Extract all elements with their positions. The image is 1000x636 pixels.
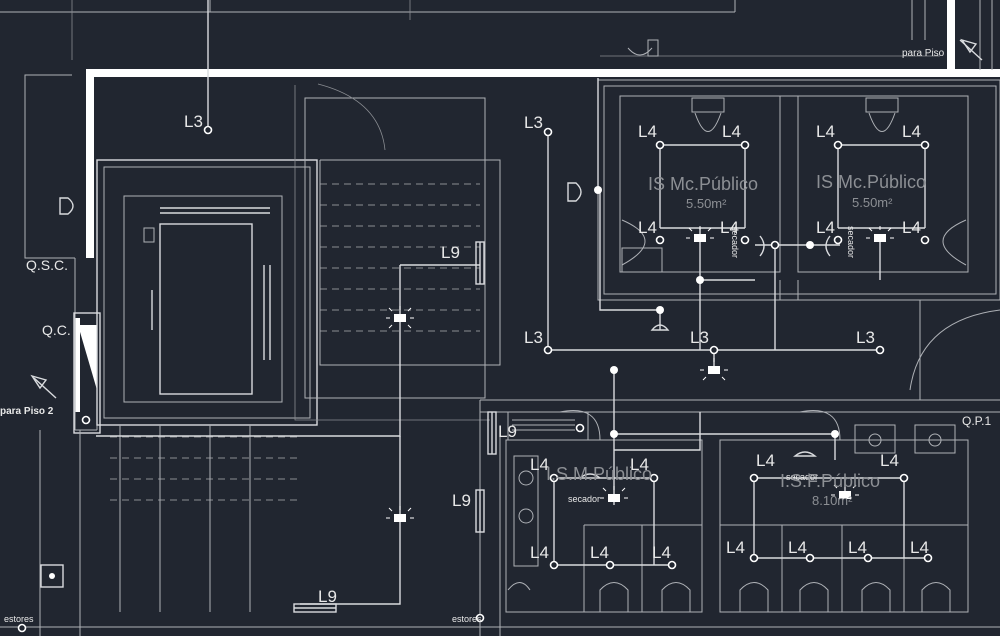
room-area-a: 5.50m² — [686, 196, 727, 211]
wall-fixtures — [293, 241, 497, 613]
label-l4-8: L4 — [902, 218, 921, 237]
elevator — [96, 159, 318, 426]
room-name-c: I.S.M.Público — [546, 464, 652, 484]
main-conduit — [74, 0, 1000, 412]
label-l4-10: L4 — [630, 455, 649, 474]
label-secador-b: secador — [846, 226, 856, 258]
label-l4-14: L4 — [590, 543, 609, 562]
label-secador-d: secador — [786, 472, 818, 482]
top-walls — [0, 0, 993, 70]
arrow-icon — [30, 38, 983, 399]
room-area-d: 8.10m² — [812, 493, 853, 508]
label-l4-1: L4 — [638, 122, 657, 141]
label-qp1: Q.P.1 — [962, 414, 991, 428]
label-l3-c: L3 — [524, 328, 543, 347]
label-l3-a: L3 — [184, 112, 203, 131]
label-estores-b: estores — [452, 614, 482, 624]
label-para-piso-2: para Piso 2 — [0, 406, 54, 417]
nodes — [17, 125, 933, 633]
label-l3-d: L3 — [690, 328, 709, 347]
stairs — [110, 83, 501, 612]
room-name-b: IS Mc.Público — [816, 172, 926, 192]
label-l4-3: L4 — [816, 122, 835, 141]
room-name-d: I.S.F.Público — [780, 471, 880, 491]
label-secador-a: secador — [730, 226, 740, 258]
room-name-a: IS Mc.Público — [648, 174, 758, 194]
label-secador-c: secador — [568, 494, 600, 504]
label-l4-16: L4 — [726, 538, 745, 557]
label-l4-9: L4 — [530, 455, 549, 474]
label-l4-18: L4 — [848, 538, 867, 557]
lamps — [386, 226, 894, 522]
upper-restrooms — [597, 39, 1000, 400]
circuits — [96, 0, 928, 605]
label-qsc: Q.S.C. — [26, 257, 68, 273]
label-l4-7: L4 — [816, 218, 835, 237]
label-l4-11: L4 — [756, 451, 775, 470]
switch-symbols — [59, 182, 831, 479]
label-l4-6: L4 — [720, 218, 739, 237]
label-l4-19: L4 — [910, 538, 929, 557]
label-para-piso: para Piso — [902, 48, 945, 59]
label-l9-a: L9 — [441, 243, 460, 262]
label-l4-17: L4 — [788, 538, 807, 557]
label-estores-a: estores — [4, 614, 34, 624]
label-l3-e: L3 — [856, 328, 875, 347]
toilets — [507, 582, 951, 612]
label-l4-5: L4 — [638, 218, 657, 237]
label-l9-b: L9 — [498, 422, 517, 441]
label-l4-13: L4 — [530, 543, 549, 562]
room-area-b: 5.50m² — [852, 195, 893, 210]
label-l4-2: L4 — [722, 122, 741, 141]
label-l4-12: L4 — [880, 451, 899, 470]
label-l4-4: L4 — [902, 122, 921, 141]
lower-restrooms — [479, 399, 1000, 636]
label-l3-b: L3 — [524, 113, 543, 132]
label-l9-c: L9 — [452, 491, 471, 510]
label-l4-15: L4 — [652, 543, 671, 562]
label-qc: Q.C. — [42, 322, 71, 338]
label-l9-d: L9 — [318, 587, 337, 606]
